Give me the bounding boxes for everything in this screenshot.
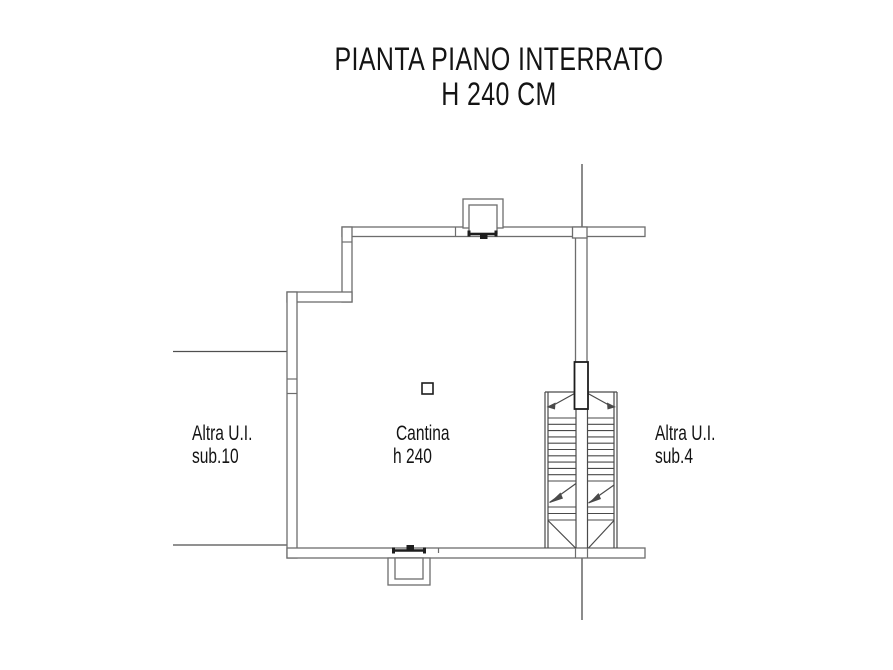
wall-bottom bbox=[286, 547, 646, 559]
room-label-line: sub.10 bbox=[192, 445, 239, 468]
pillar-junction bbox=[571, 226, 588, 239]
room-pillar bbox=[421, 382, 434, 395]
room-label-line: Altra U.I. bbox=[655, 422, 716, 445]
drawing-title-line1: PIANTA PIANO INTERRATO bbox=[334, 41, 664, 77]
stair-arrow-top-left bbox=[546, 402, 556, 410]
room-label-line: Altra U.I. bbox=[192, 422, 253, 445]
top-window-mark-right bbox=[494, 230, 498, 237]
top-window-mark-center bbox=[480, 234, 488, 239]
room-label-altra-ui-sub10: Altra U.I. sub.10 bbox=[192, 422, 252, 468]
room-label-line: sub.4 bbox=[655, 445, 694, 468]
stair-line bbox=[588, 520, 615, 549]
bottom-window-mark-left bbox=[392, 547, 395, 554]
room-label-altra-ui-sub4: Altra U.I. sub.4 bbox=[655, 422, 715, 468]
stair-arrow-mid-right bbox=[588, 493, 601, 504]
room-label-cantina: Cantina h 240 bbox=[393, 422, 450, 468]
top-window-mark-left bbox=[467, 230, 471, 237]
drawing-title-line2: H 240 CM bbox=[441, 76, 557, 112]
wall-left-upper bbox=[341, 226, 353, 303]
bottom-window-mark-center bbox=[406, 545, 414, 550]
wall-left bbox=[286, 291, 298, 559]
stair-line bbox=[547, 520, 576, 549]
stair-center-wall bbox=[573, 361, 589, 410]
stair-arrow-mid-left bbox=[549, 492, 563, 503]
room-label-line: Cantina bbox=[395, 422, 450, 445]
stair-arrow-top-right bbox=[607, 402, 616, 410]
drawing-title: PIANTA PIANO INTERRATO H 240 CM bbox=[288, 42, 710, 112]
bottom-window-inner bbox=[394, 557, 424, 580]
room-label-line: h 240 bbox=[393, 445, 432, 468]
top-window-inner bbox=[468, 204, 498, 235]
bottom-window-mark-right bbox=[423, 547, 426, 554]
